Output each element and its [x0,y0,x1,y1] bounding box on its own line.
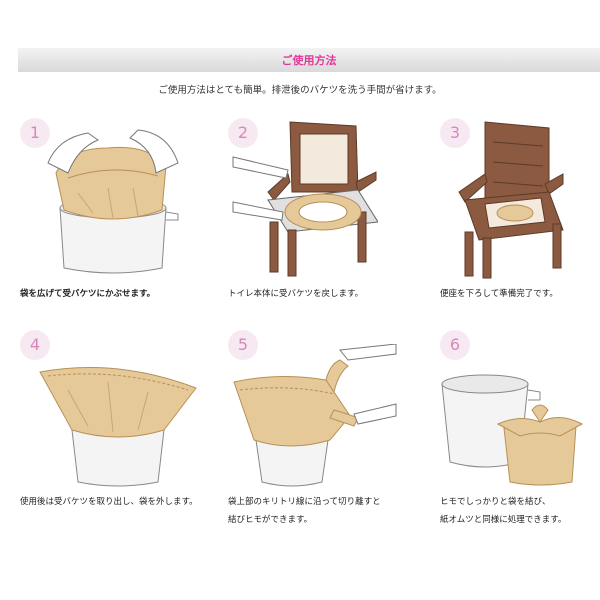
step-3-illustration [458,121,564,279]
section-header: ご使用方法 [18,48,600,72]
step-2-caption: トイレ本体に受バケツを戻します。 [228,289,364,299]
step-3-badge: 3 [440,118,470,148]
section-title: ご使用方法 [281,54,337,67]
step-2-illustration [232,121,378,277]
step-5-illustration [233,344,397,487]
step-6-illustration [441,374,584,486]
intro-text: ご使用方法はとても簡単。排泄後のバケツを洗う手間が省けます。 [158,85,442,96]
step-4-caption: 使用後は受バケツを取り出し、袋を外します。 [20,497,198,507]
step-6-caption-line-1: ヒモでしっかりと袋を結び、 [440,497,551,507]
step-1-badge: 1 [20,118,50,148]
step-3-caption: 便座を下ろして準備完了です。 [440,289,558,299]
step-5-caption-line-2: 結びヒモができます。 [228,515,313,525]
step-4-illustration [39,367,197,487]
step-5-badge: 5 [228,330,258,360]
step-2-badge: 2 [228,118,258,148]
step-4-badge: 4 [20,330,50,360]
step-6-caption-line-2: 紙オムツと同様に処理できます。 [440,515,567,525]
step-6-badge: 6 [440,330,470,360]
step-1-illustration [47,129,179,274]
step-5-caption-line-1: 袋上部のキリトリ線に沿って切り離すと [228,497,381,507]
step-1-caption: 袋を広げて受バケツにかぶせます。 [20,289,156,299]
